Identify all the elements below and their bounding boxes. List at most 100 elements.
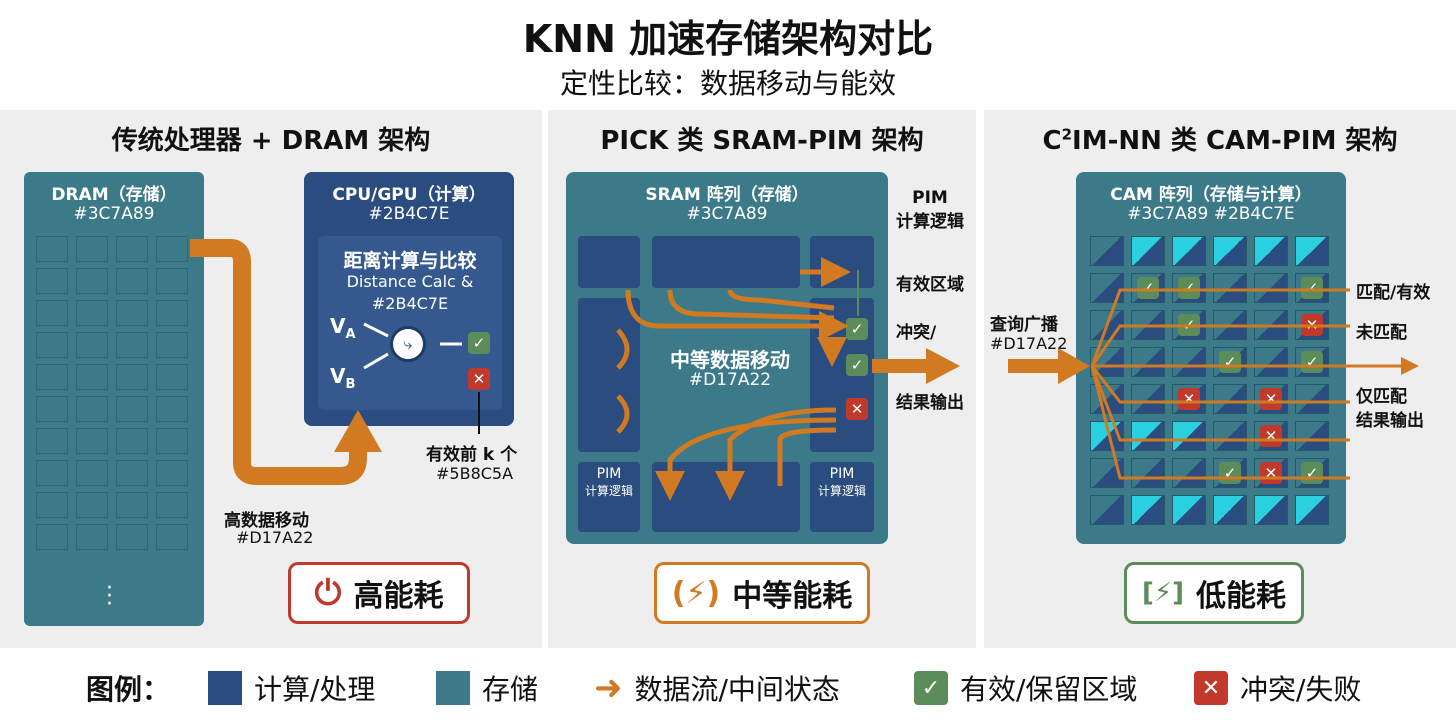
panel-title-cam-pim: C2IM-NN 类 CAM-PIM 架构	[1042, 125, 1398, 156]
cam-cell	[1090, 236, 1124, 266]
conflict-label: 冲突/	[896, 323, 937, 343]
legend-dataflow: ➜数据流/中间状态	[594, 668, 840, 708]
dram-cell	[116, 332, 148, 358]
vector-b: VB	[330, 364, 356, 392]
dram-cell	[36, 428, 68, 454]
magnifier-icon: ⤷	[390, 326, 426, 362]
cam-cell	[1131, 384, 1165, 414]
dram-cell	[76, 332, 108, 358]
dram-cell	[156, 332, 188, 358]
cam-cell	[1213, 273, 1247, 303]
dram-cell	[36, 396, 68, 422]
high-energy-badge: ⏻ 高能耗	[288, 562, 470, 624]
only-match-label: 仅匹配	[1356, 387, 1407, 407]
dram-cell	[76, 460, 108, 486]
dram-cell	[76, 268, 108, 294]
cross-icon: ✕	[468, 368, 490, 390]
dataflow-arrow-icon: ➜	[594, 668, 623, 708]
dram-cell	[156, 492, 188, 518]
cam-cell	[1172, 458, 1206, 488]
sram-color: #3C7A89	[686, 204, 768, 224]
cpu-label: CPU/GPU（计算）	[332, 185, 486, 205]
cam-cell	[1295, 236, 1329, 266]
sram-label: SRAM 阵列（存储）	[645, 185, 809, 205]
dram-cell	[76, 396, 108, 422]
sram-subarray	[578, 236, 640, 288]
cam-cell	[1131, 347, 1165, 377]
broadcast-lines	[1090, 288, 1419, 480]
legend-conflict: ✕冲突/失败	[1194, 668, 1361, 708]
dram-cell	[76, 236, 108, 262]
dram-cell	[156, 364, 188, 390]
dram-cell	[156, 300, 188, 326]
dram-cell	[76, 524, 108, 550]
battery-icon: [⚡]	[1141, 578, 1185, 608]
page-subtitle: 定性比较：数据移动与能效	[559, 67, 896, 100]
legend-storage: 存储	[436, 668, 538, 708]
panel-title-sram-pim: PICK 类 SRAM-PIM 架构	[600, 126, 924, 156]
cam-cell	[1254, 236, 1288, 266]
dram-cell	[156, 396, 188, 422]
high-movement-arrowhead	[334, 410, 382, 452]
calc-title: 距离计算与比较	[343, 250, 477, 272]
dram-cell	[116, 300, 148, 326]
dram-cell	[116, 268, 148, 294]
check-icon: ✓	[846, 318, 868, 340]
cpu-color: #2B4C7E	[368, 204, 450, 224]
no-match-label: 未匹配	[1356, 323, 1407, 343]
check-icon: ✓	[1137, 277, 1159, 299]
pim-logic-label: PIM 计算逻辑	[896, 188, 964, 232]
dram-cell	[156, 428, 188, 454]
dram-cell	[76, 492, 108, 518]
result-output-label: 结果输出	[896, 393, 964, 413]
dram-block	[24, 172, 204, 626]
dram-cell	[156, 460, 188, 486]
cam-cell	[1213, 384, 1247, 414]
dram-label: DRAM（存储）	[51, 185, 177, 205]
cam-cell	[1131, 495, 1165, 525]
medium-move-color: #D17A22	[688, 370, 772, 390]
valid-region-label: 有效区域	[896, 275, 964, 295]
check-icon: ✓	[1301, 277, 1323, 299]
cam-cell	[1172, 495, 1206, 525]
storage-swatch	[436, 671, 470, 705]
dram-ellipsis: ···	[106, 576, 113, 617]
topk-color: #5B8C5A	[436, 464, 514, 483]
dram-cell	[156, 524, 188, 550]
cam-label: CAM 阵列（存储与计算）	[1110, 185, 1312, 205]
cam-cell	[1090, 273, 1124, 303]
dram-cell-grid	[36, 236, 196, 576]
cam-cell	[1131, 236, 1165, 266]
calc-subtitle: Distance Calc &	[346, 272, 474, 291]
cam-cell	[1172, 347, 1206, 377]
medium-move-label: 中等数据移动	[670, 348, 790, 372]
dram-cell	[36, 236, 68, 262]
dram-cell	[116, 396, 148, 422]
cam-result-label: 结果输出	[1356, 411, 1424, 431]
cam-cell	[1172, 236, 1206, 266]
cam-cell	[1213, 236, 1247, 266]
cam-cell	[1172, 421, 1206, 451]
dram-cell	[76, 300, 108, 326]
dram-cell	[36, 460, 68, 486]
dram-cell	[156, 236, 188, 262]
dram-cell	[116, 364, 148, 390]
cross-icon: ✕	[1194, 671, 1228, 705]
cam-cell	[1131, 421, 1165, 451]
high-movement-arrow	[190, 239, 367, 485]
medium-energy-label: 中等能耗	[732, 579, 853, 614]
dram-cell	[156, 268, 188, 294]
topk-label: 有效前 k 个	[426, 445, 518, 465]
dram-cell	[76, 364, 108, 390]
query-color: #D17A22	[990, 334, 1068, 353]
power-icon: ⏻	[314, 573, 342, 613]
cam-cell: ✓	[1295, 273, 1329, 303]
sram-subarray	[652, 236, 800, 288]
check-icon: ✓	[846, 354, 868, 376]
panel-title-traditional: 传统处理器 + DRAM 架构	[111, 126, 431, 156]
cam-cell	[1090, 458, 1124, 488]
legend-title: 图例：	[86, 673, 171, 706]
